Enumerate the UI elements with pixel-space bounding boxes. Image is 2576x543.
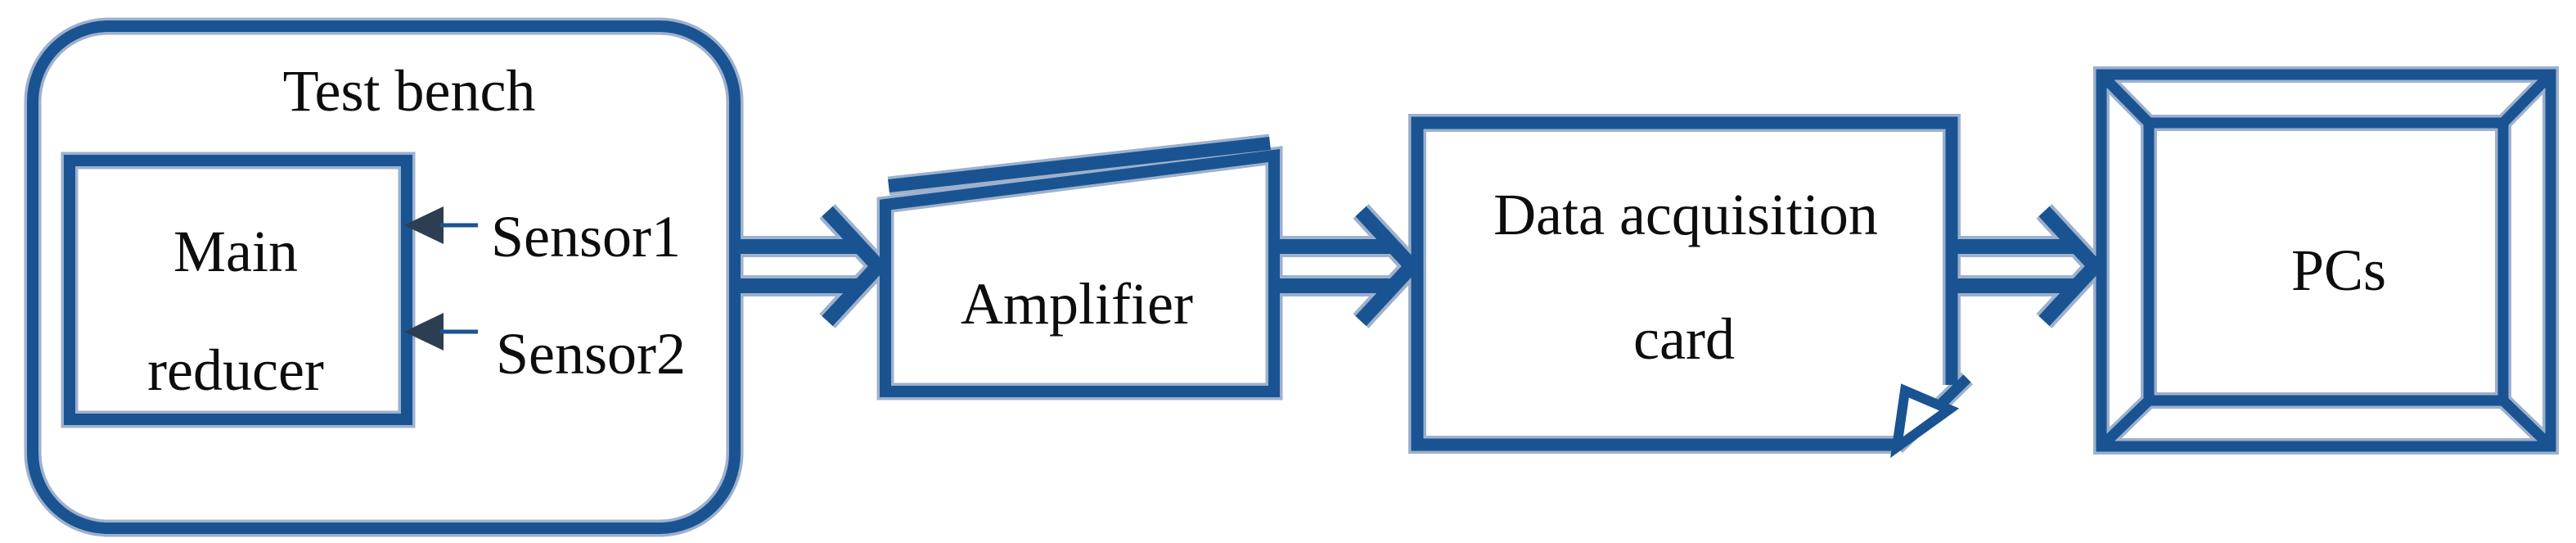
daq-card-label-line1: Data acquisition — [1493, 182, 1878, 247]
daq-card-curl-pocket — [1890, 383, 1960, 459]
sensor2-arrow-icon — [404, 313, 444, 351]
main-reducer-label-line2: reducer — [147, 337, 324, 403]
flow-arrow-amplifier-to-daq — [1274, 211, 1412, 321]
amplifier-box: Amplifier — [885, 143, 1274, 391]
daq-card-outline — [1417, 123, 1952, 445]
daq-card-box: Data acquisition card — [1417, 123, 1967, 459]
sensor2-item: Sensor2 — [404, 313, 686, 387]
main-reducer-box: Main reducer — [70, 161, 407, 419]
pcs-label: PCs — [2291, 238, 2386, 303]
test-bench-box: Test bench — [33, 26, 735, 528]
sensor1-item: Sensor1 — [404, 204, 681, 269]
sensor1-label: Sensor1 — [491, 204, 681, 269]
main-reducer-label-line1: Main — [173, 219, 298, 284]
daq-card-label-line2: card — [1633, 306, 1735, 372]
sensor2-label: Sensor2 — [496, 321, 686, 387]
test-bench-label: Test bench — [283, 58, 536, 124]
amplifier-label: Amplifier — [961, 271, 1193, 337]
flow-arrow-testbench-to-amplifier — [741, 211, 878, 321]
sensor1-arrow-icon — [404, 206, 444, 244]
flow-arrow-daq-to-pcs — [1957, 211, 2095, 321]
pcs-box: PCs — [2101, 75, 2551, 446]
